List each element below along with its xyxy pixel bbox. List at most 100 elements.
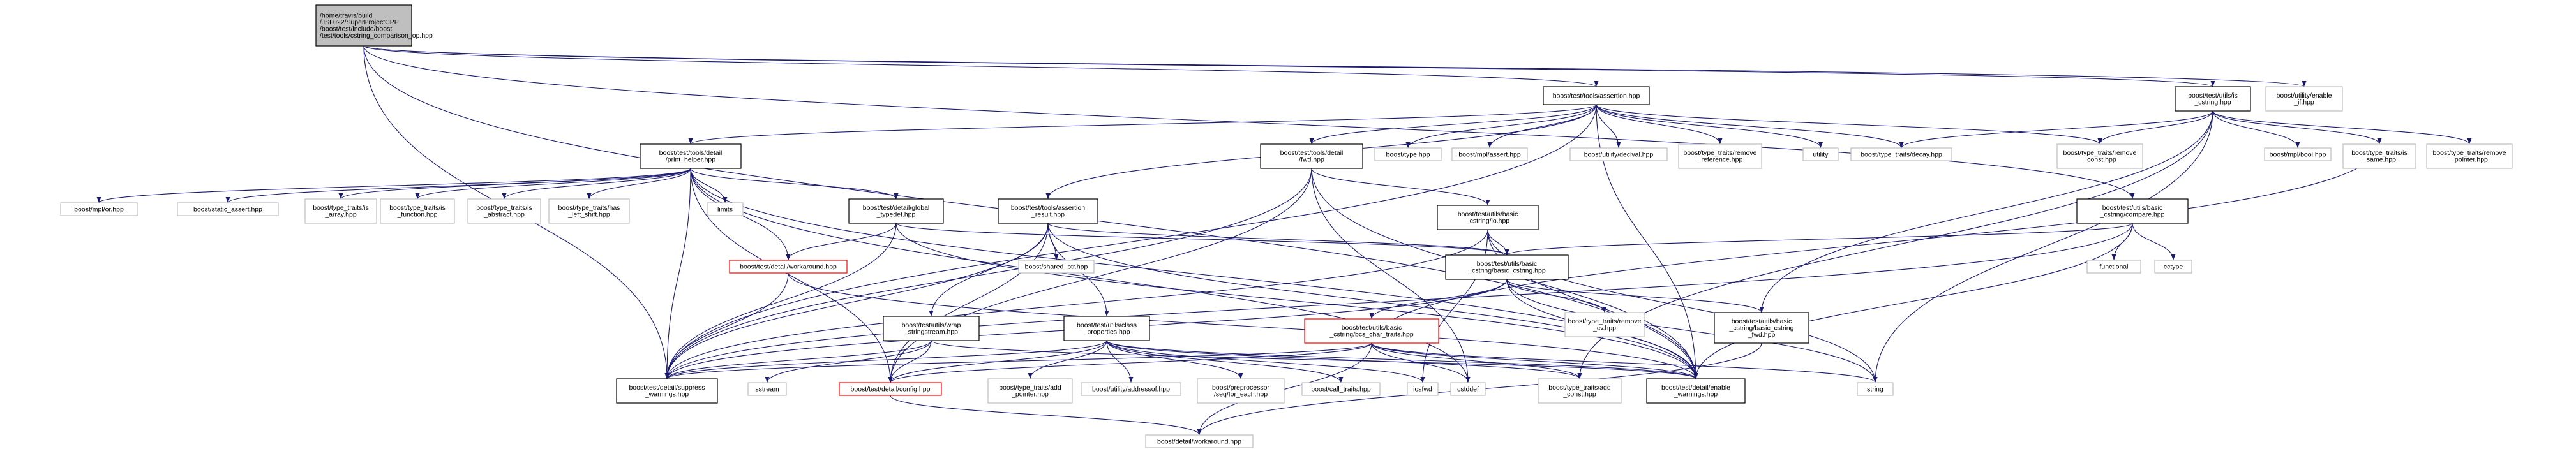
node-remove_pointer[interactable]: boost/type_traits/remove_pointer.hpp (2426, 143, 2513, 169)
edge-layer (96, 45, 2472, 436)
node-label-line: _abstract.hpp (483, 211, 525, 219)
node-has_left_shift[interactable]: boost/type_traits/has_left_shift.hpp (548, 198, 630, 224)
node-box-string (1857, 382, 1894, 396)
node-basic_cstring[interactable]: boost/test/utils/basic_cstring/basic_cst… (1445, 254, 1569, 280)
edge-wrap_stringstream-to-suppress_warnings (664, 340, 932, 379)
node-shared_ptr[interactable]: boost/shared_ptr.hpp (1018, 260, 1095, 274)
node-label-line: iosfwd (1413, 385, 1432, 393)
node-assertion_result[interactable]: boost/test/tools/assertion_result.hpp (998, 198, 1098, 224)
edge-assertion-to-decay (1596, 104, 1904, 149)
node-label-line: _same.hpp (2362, 156, 2396, 164)
node-label-line: boost/test/utils/basic (1458, 210, 1518, 218)
node-string[interactable]: string (1857, 382, 1894, 396)
node-seq_for_each[interactable]: boost/preprocessor/seq/for_each.hpp (1197, 378, 1285, 404)
node-sstream[interactable]: sstream (747, 382, 787, 396)
node-mpl_bool[interactable]: boost/mpl/bool.hpp (2264, 147, 2332, 161)
node-enable_warnings[interactable]: boost/test/detail/enable_warnings.hpp (1646, 378, 1746, 404)
node-label-line: boost/test/utils/basic (1477, 260, 1538, 268)
node-suppress_warnings[interactable]: boost/test/detail/suppress_warnings.hpp (616, 378, 718, 404)
node-is_abstract[interactable]: boost/type_traits/is_abstract.hpp (467, 198, 541, 224)
node-bcs_char_traits[interactable]: boost/test/utils/basic_cstring/bcs_char_… (1304, 318, 1439, 344)
node-label-line: boost/mpl/bool.hpp (2270, 151, 2326, 158)
node-label-line: /JSL022/SuperProjectCPP (320, 18, 399, 26)
node-label-line: boost/utility/declval.hpp (1584, 151, 1654, 158)
node-label-line: boost/test/tools/assertion (1011, 204, 1085, 212)
node-label-line: functional (2100, 263, 2129, 270)
node-cctype[interactable]: cctype (2154, 260, 2192, 274)
node-is_function[interactable]: boost/type_traits/is_function.hpp (380, 198, 455, 224)
node-compare_hpp[interactable]: boost/test/utils/basic_cstring/compare.h… (2076, 198, 2189, 224)
node-static_assert[interactable]: boost/static_assert.hpp (177, 202, 279, 216)
edge-global_typedef-to-basic_cstring (895, 223, 1509, 256)
edge-print_helper-to-static_assert (225, 168, 691, 203)
node-iosfwd[interactable]: iosfwd (1407, 382, 1439, 396)
node-workaround_test[interactable]: boost/test/detail/workaround.hpp (729, 260, 848, 274)
edge-wrap_stringstream-to-enable_warnings (931, 340, 1698, 379)
node-box-basic_cstring_fwd (1714, 312, 1809, 344)
node-call_traits[interactable]: boost/call_traits.hpp (1301, 382, 1381, 396)
node-mpl_or[interactable]: boost/mpl/or.hpp (60, 202, 138, 216)
node-label-line: boost/test/detail/workaround.hpp (740, 263, 837, 270)
node-utility[interactable]: utility (1802, 147, 1839, 161)
node-functional[interactable]: functional (2086, 260, 2141, 274)
node-add_const[interactable]: boost/type_traits/add_const.hpp (1538, 378, 1622, 404)
node-box-global_typedef (848, 198, 944, 224)
node-print_helper[interactable]: boost/test/tools/detail/print_helper.hpp (640, 143, 742, 169)
edge-workaround_test-to-suppress_warnings (664, 272, 789, 379)
node-box-mpl_assert (1451, 147, 1528, 161)
node-label-line: boost/utility/addressof.hpp (1092, 385, 1170, 393)
node-is_cstring[interactable]: boost/test/utils/is_cstring.hpp (2175, 86, 2251, 112)
node-label-line: boost/mpl/or.hpp (74, 205, 124, 213)
node-remove_cv[interactable]: boost/type_traits/remove_cv.hpp (1564, 312, 1645, 337)
node-label-line: boost/test/detail/suppress (629, 384, 705, 392)
node-label-line: _if.hpp (2293, 99, 2314, 107)
node-label-line: _pointer.hpp (2450, 156, 2488, 164)
node-label-line: limits (717, 205, 733, 213)
edge-assertion-to-decval (1596, 104, 1621, 149)
node-is_same[interactable]: boost/type_traits/is_same.hpp (2342, 143, 2416, 169)
edge-assertion-to-remove_reference (1596, 104, 1723, 145)
node-mpl_assert[interactable]: boost/mpl/assert.hpp (1451, 147, 1528, 161)
edge-assertion-to-type_hpp (1405, 104, 1597, 149)
node-box-functional (2086, 260, 2141, 274)
node-workaround_detail[interactable]: boost/detail/workaround.hpp (1145, 434, 1254, 448)
node-limits[interactable]: limits (707, 202, 744, 216)
node-label-line: cctype (2164, 263, 2183, 270)
node-addressof[interactable]: boost/utility/addressof.hpp (1081, 382, 1181, 396)
node-label-line: boost/type_traits/decay.hpp (1861, 151, 1942, 158)
node-root[interactable]: /home/travis/build/JSL022/SuperProjectCP… (315, 4, 433, 47)
node-remove_const[interactable]: boost/type_traits/remove_const.hpp (2056, 143, 2143, 169)
edge-wrap_stringstream-to-config (888, 340, 932, 383)
node-decval[interactable]: boost/utility/declval.hpp (1569, 147, 1668, 161)
node-type_hpp[interactable]: boost/type.hpp (1374, 147, 1442, 161)
edge-is_cstring-to-is_same (2212, 110, 2382, 145)
node-box-enable_warnings (1646, 378, 1746, 404)
node-wrap_stringstream[interactable]: boost/test/utils/wrap_stringstream.hpp (883, 316, 980, 341)
node-label-line: boost/test/utils/class (1077, 321, 1137, 329)
node-box-seq_for_each (1197, 378, 1285, 404)
node-cstddef[interactable]: cstddef (1450, 382, 1486, 396)
node-assertion[interactable]: boost/test/tools/assertion.hpp (1543, 86, 1650, 105)
node-label-line: boost/static_assert.hpp (193, 205, 262, 213)
node-basic_cstring_fwd[interactable]: boost/test/utils/basic_cstring/basic_cst… (1714, 312, 1809, 344)
edge-print_helper-to-mpl_or (96, 168, 691, 203)
node-decay[interactable]: boost/type_traits/decay.hpp (1850, 147, 1952, 161)
node-tools_fwd[interactable]: boost/test/tools/detail/fwd.hpp (1260, 143, 1363, 169)
node-label-line: boost/test/tools/detail (659, 149, 723, 157)
node-io_hpp[interactable]: boost/test/utils/basic_cstring/io.hpp (1437, 205, 1539, 230)
node-add_pointer[interactable]: boost/type_traits/add_pointer.hpp (987, 378, 1073, 404)
node-label-line: sstream (755, 385, 779, 393)
node-is_array[interactable]: boost/type_traits/is_array.hpp (304, 198, 377, 224)
edge-compare_hpp-to-cctype (2132, 223, 2176, 261)
node-class_properties[interactable]: boost/test/utils/class_properties.hpp (1063, 316, 1150, 341)
node-global_typedef[interactable]: boost/test/detail/global_typedef.hpp (848, 198, 944, 224)
node-enable_if[interactable]: boost/utility/enable_if.hpp (2265, 86, 2343, 112)
edge-print_helper-to-global_typedef (690, 168, 899, 200)
node-label-line: /boost/test/include/boost (320, 26, 392, 33)
node-remove_reference[interactable]: boost/type_traits/remove_reference.hpp (1678, 143, 1762, 169)
edge-basic_cstring-to-basic_cstring_fwd (1506, 279, 1764, 313)
node-config[interactable]: boost/test/detail/config.hpp (839, 382, 942, 396)
edge-basic_cstring-to-remove_cv (1506, 279, 1607, 313)
edge-io_hpp-to-suppress_warnings (664, 229, 1488, 379)
